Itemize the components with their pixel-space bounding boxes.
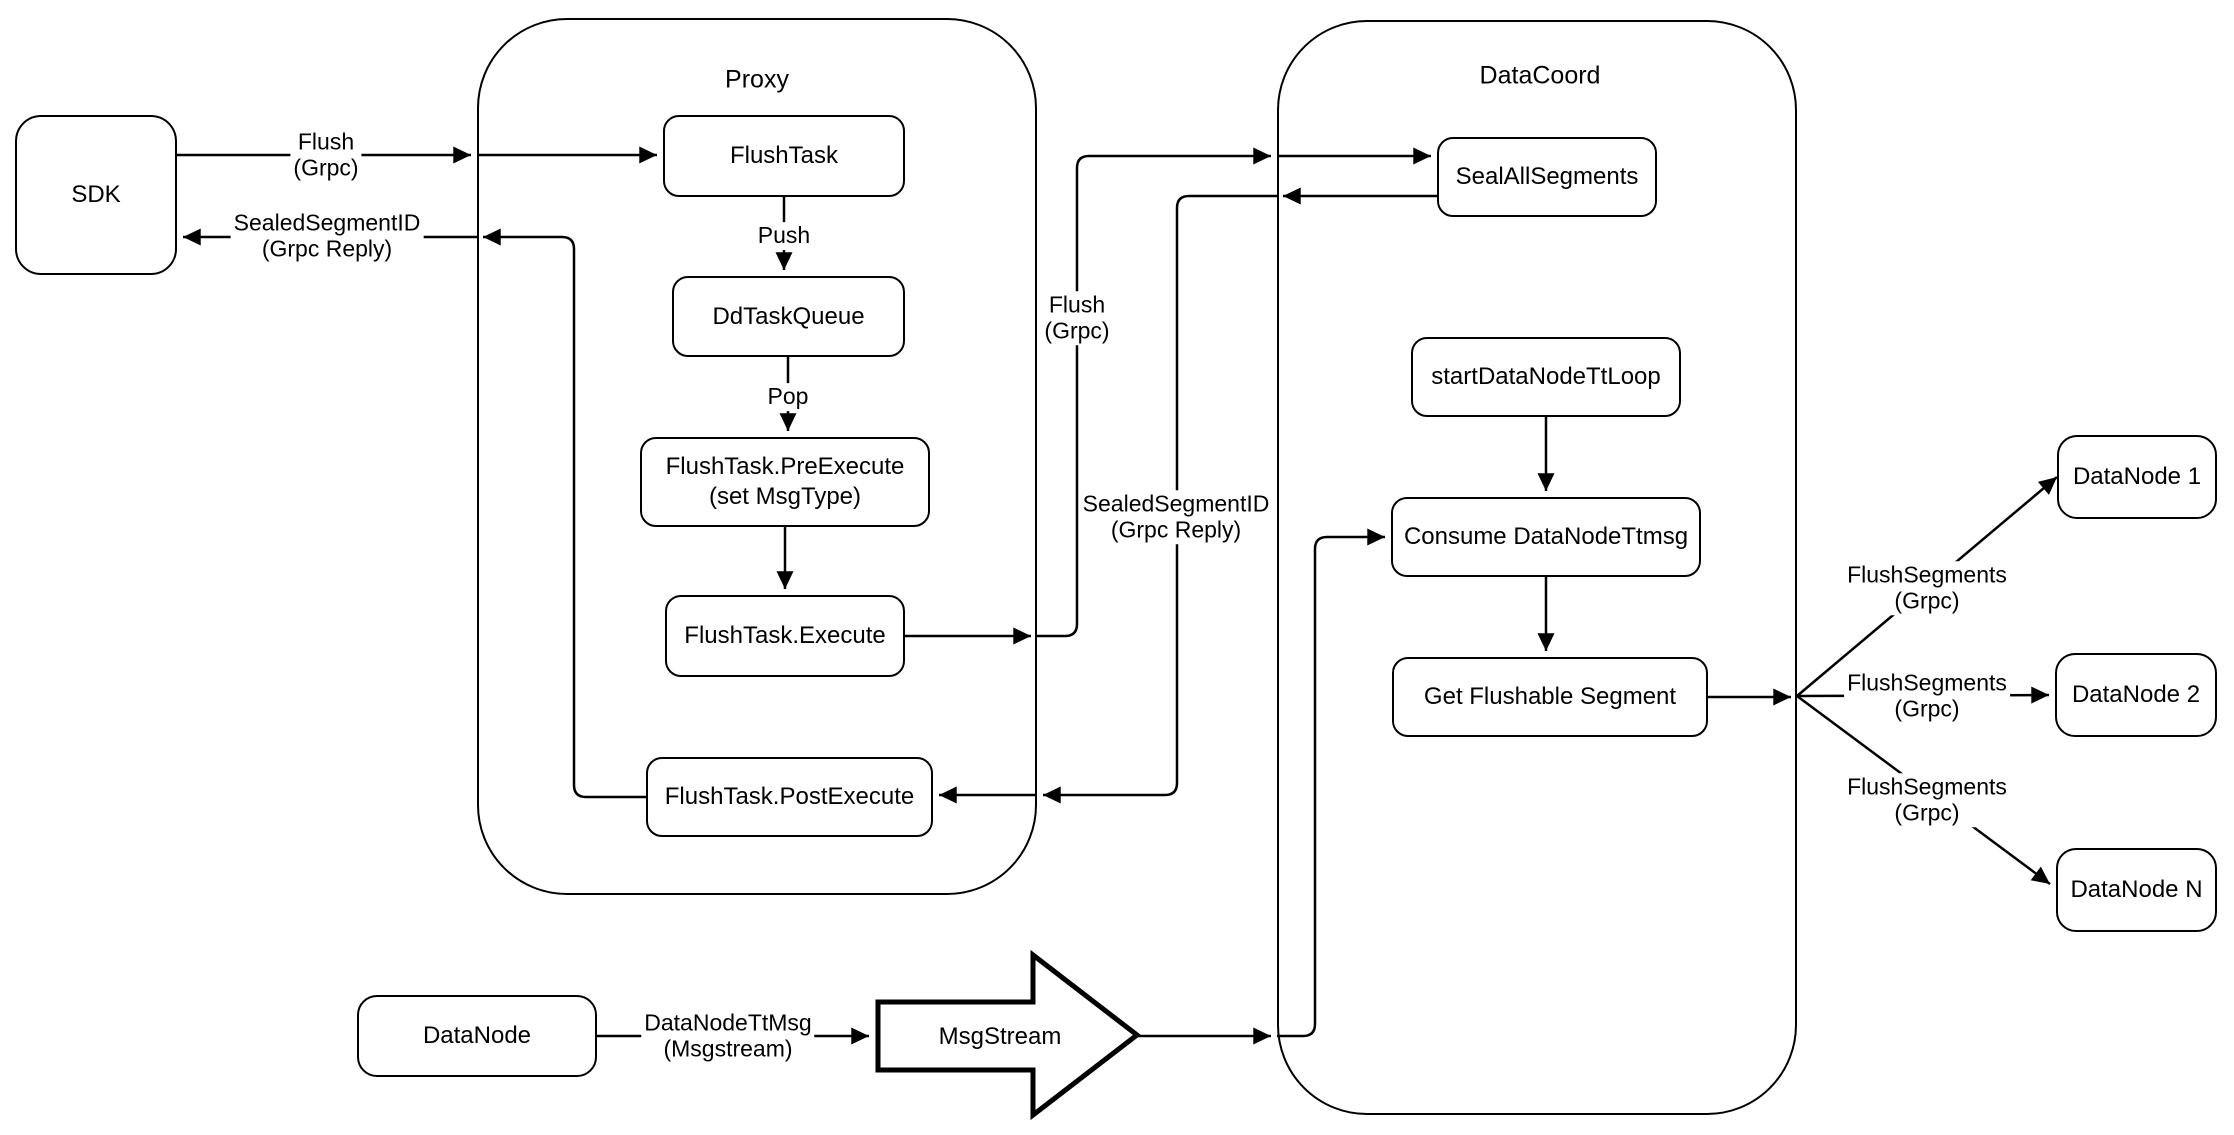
container-datacoord-label: DataCoord — [1479, 61, 1601, 90]
node-flushtask: FlushTask — [663, 115, 905, 197]
edge-ttmsg-to-consume — [1277, 528, 1385, 1038]
edge-label-sealedsegmentid-mid: SealedSegmentID (Grpc Reply) — [1079, 490, 1273, 544]
container-proxy-label: Proxy — [725, 65, 789, 94]
edge-label-datanodettmsg: DataNodeTtMsg (Msgstream) — [641, 1009, 815, 1063]
msgstream-label: MsgStream — [938, 1023, 1062, 1050]
edge-label-pop: Pop — [764, 383, 812, 411]
node-flushtask-postexecute: FlushTask.PostExecute — [646, 757, 933, 837]
node-flushtask-preexecute: FlushTask.PreExecute (set MsgType) — [640, 437, 930, 527]
msgstream-block-arrow — [875, 949, 1142, 1121]
node-startdatanodettloop: startDataNodeTtLoop — [1411, 337, 1681, 417]
edge-label-sealedsegmentid-left: SealedSegmentID (Grpc Reply) — [230, 209, 424, 263]
node-get-flushable-segment: Get Flushable Segment — [1392, 657, 1708, 737]
node-datanode-1: DataNode 1 — [2057, 435, 2217, 519]
node-sdk: SDK — [15, 115, 177, 275]
edge-label-flushsegments-2: FlushSegments (Grpc) — [1844, 669, 2010, 723]
node-flushtask-execute: FlushTask.Execute — [665, 595, 905, 677]
node-datanode-2: DataNode 2 — [2055, 653, 2217, 737]
node-sealallsegments: SealAllSegments — [1437, 137, 1657, 217]
node-datanode-bottom: DataNode — [357, 995, 597, 1077]
edge-label-flushsegments-1: FlushSegments (Grpc) — [1844, 561, 2010, 615]
edge-label-flush-grpc-mid: Flush (Grpc) — [1041, 291, 1113, 345]
node-datanode-n: DataNode N — [2056, 848, 2217, 932]
node-ddtaskqueue: DdTaskQueue — [672, 276, 905, 357]
edge-label-flushsegments-3: FlushSegments (Grpc) — [1844, 773, 2010, 827]
edge-flush-to-datacoord-border — [1037, 147, 1271, 638]
edge-label-push: Push — [754, 222, 814, 250]
node-consume-datanodettmsg: Consume DataNodeTtmsg — [1391, 497, 1701, 577]
edge-postexecute-to-proxy-border — [483, 228, 646, 799]
edge-label-flush-grpc-left: Flush (Grpc) — [290, 128, 362, 182]
